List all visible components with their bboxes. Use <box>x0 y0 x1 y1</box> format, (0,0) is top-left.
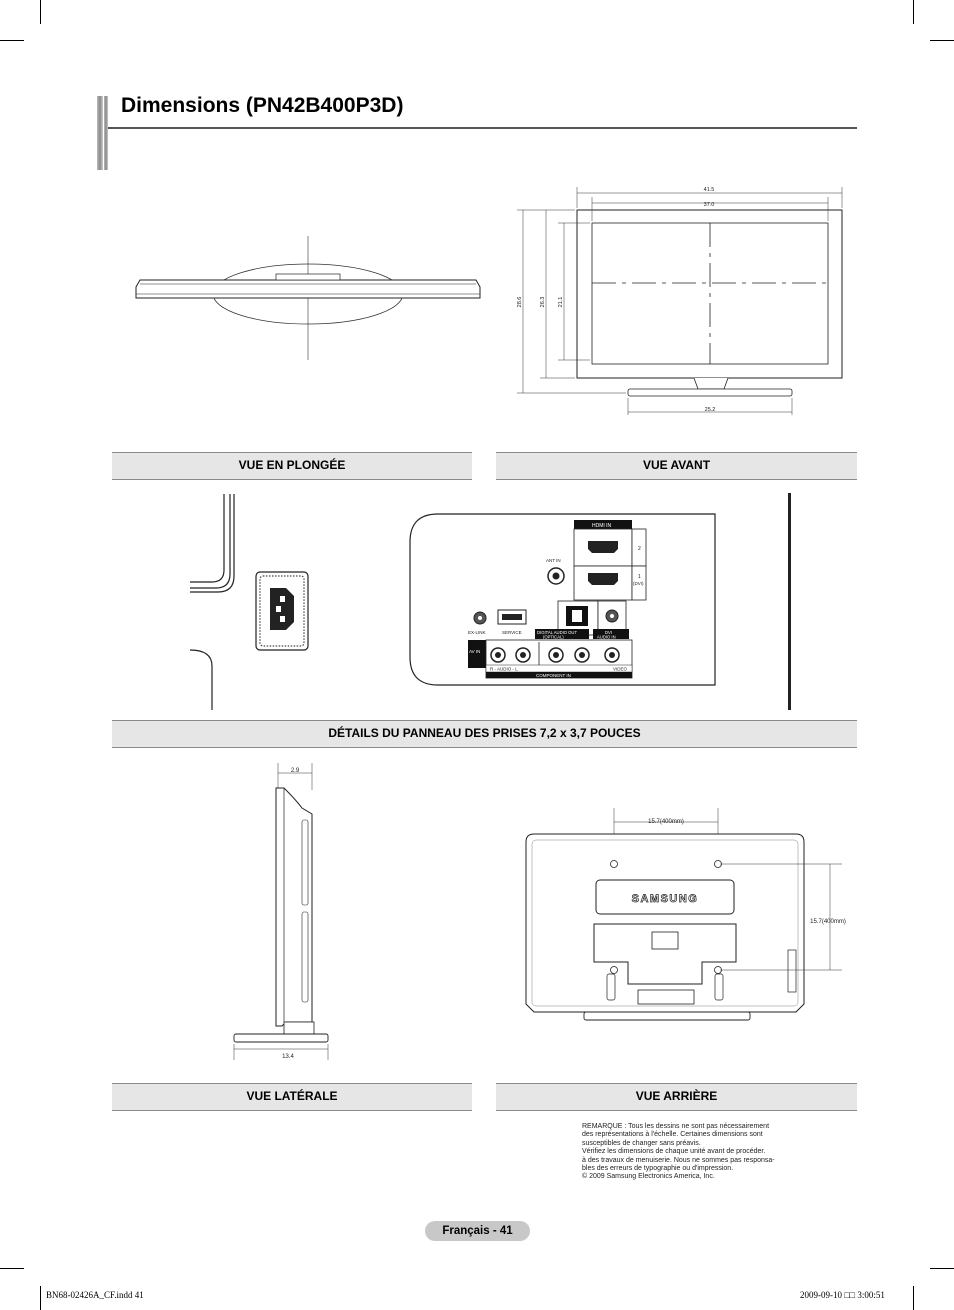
dim-stand-width: 25.2 <box>705 407 716 413</box>
note-line: Vérifiez les dimensions de chaque unité … <box>582 1148 766 1156</box>
crop-mark <box>913 0 914 24</box>
hdmi-1-label: 1 <box>638 574 641 580</box>
page-title: Dimensions (PN42B400P3D) <box>121 94 404 117</box>
panel-left-detail <box>190 494 309 710</box>
rear-view-drawing: 15.7(400mm) SAMSUNG 15.7(400mm) <box>525 808 846 1021</box>
page-number-label: Français - 41 <box>425 1221 530 1241</box>
note-line: REMARQUE : Tous les dessins ne sont pas … <box>582 1123 770 1130</box>
video-label: VIDEO <box>613 667 628 672</box>
optical-label: (OPTICAL) <box>543 635 564 640</box>
ex-link-label: EX-LINK <box>468 630 486 635</box>
caption-rear-view: VUE ARRIÈRE <box>496 1083 857 1111</box>
hdmi-1-port-icon <box>588 573 618 585</box>
front-view-drawing: 41.5 37.0 28.6 26.3 21.1 25.2 <box>517 187 843 415</box>
title-underline <box>108 127 857 129</box>
footer-date: 2009-09-10 □□ 3:00:51 <box>800 1290 885 1300</box>
side-view-drawing: 2.9 13.4 <box>233 763 329 1060</box>
caption-front-view: VUE AVANT <box>496 452 857 480</box>
title-bar-decoration <box>97 96 103 170</box>
av-in-label: AV IN <box>469 649 480 654</box>
hdmi-2-port-icon <box>588 541 618 553</box>
ant-in-label: ANT IN <box>546 558 561 563</box>
dim-screen-width: 37.0 <box>704 202 715 208</box>
dim-vesa-vertical: 15.7(400mm) <box>810 919 846 925</box>
dim-overall-height: 28.6 <box>517 297 523 308</box>
note-line: bles des erreurs de typographie ou d'imp… <box>582 1165 734 1173</box>
top-view-drawing <box>135 236 481 360</box>
dim-overall-width: 41.5 <box>704 187 715 193</box>
audio-label: R - AUDIO - L <box>490 667 518 672</box>
dvi-label: DVI <box>605 630 612 635</box>
dim-depth: 2.9 <box>291 768 300 774</box>
footer-file: BN68-02426A_CF.indd 41 <box>46 1290 144 1300</box>
crop-mark <box>40 0 41 24</box>
dim-screen-height: 21.1 <box>558 297 564 308</box>
crop-mark <box>913 1286 914 1310</box>
dim-stand-depth: 13.4 <box>282 1054 294 1060</box>
crop-mark <box>930 1268 954 1269</box>
title-bar-decoration <box>104 96 108 170</box>
crop-mark <box>40 1286 41 1310</box>
dim-vesa-horizontal: 15.7(400mm) <box>648 819 684 825</box>
disclaimer-note: REMARQUE : Tous les dessins ne sont pas … <box>582 1123 782 1182</box>
note-line: © 2009 Samsung Electronics America, Inc. <box>582 1173 715 1181</box>
hdmi-in-label: HDMI IN <box>592 523 612 529</box>
caption-side-view: VUE LATÉRALE <box>112 1083 472 1111</box>
crop-mark <box>0 1268 24 1269</box>
crop-mark <box>930 40 954 41</box>
av-in-label-box <box>468 640 486 668</box>
dvi-audio-in-label: AUDIO IN <box>597 635 616 640</box>
rear-brand-logo: SAMSUNG <box>632 893 699 905</box>
hdmi-1-dvi-label: (DVI) <box>633 581 644 586</box>
caption-panel-details: DÉTAILS DU PANNEAU DES PRISES 7,2 x 3,7 … <box>112 720 857 748</box>
panel-right-edge <box>788 493 791 710</box>
note-line: des représentations à l'échelle. Certain… <box>582 1131 763 1139</box>
note-line: susceptibles de changer sans préavis. <box>582 1139 701 1147</box>
hdmi-in-header <box>574 520 632 529</box>
connector-panel: HDMI IN 2 1 (DVI) ANT IN EX-LINK SERVICE… <box>409 513 716 686</box>
service-label: SERVICE <box>502 630 522 635</box>
caption-top-view: VUE EN PLONGÉE <box>112 452 472 480</box>
crop-mark <box>0 40 24 41</box>
component-in-label: COMPONENT IN <box>536 673 571 678</box>
hdmi-2-label: 2 <box>638 546 641 552</box>
dim-body-height: 26.3 <box>540 297 546 308</box>
note-line: à des travaux de menuiserie. Nous ne som… <box>582 1156 775 1164</box>
digital-audio-out-label: DIGITAL AUDIO OUT <box>537 630 577 635</box>
